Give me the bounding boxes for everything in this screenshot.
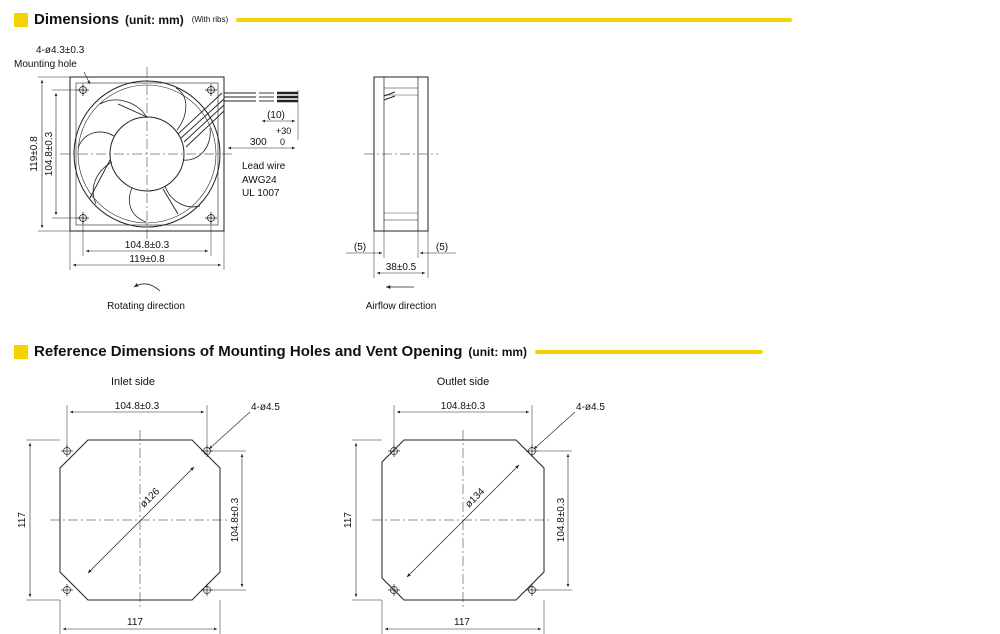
- tolerance-upper: +30: [276, 126, 291, 136]
- outlet-view: [352, 405, 576, 634]
- inlet-hole-spec: 4-ø4.5: [251, 402, 280, 413]
- inlet-view: [26, 405, 251, 634]
- lead-wire-standard: UL 1007: [242, 188, 280, 199]
- outlet-vent-outline: [381, 439, 545, 601]
- section-marker-icon: [14, 344, 28, 359]
- inlet-width: 117: [127, 617, 143, 628]
- left-outer-dim: 119±0.8: [29, 136, 40, 172]
- section-reference-header: Reference Dimensions of Mounting Holes a…: [14, 343, 764, 360]
- bottom-outer-dim: 119±0.8: [129, 254, 165, 265]
- side-right-margin: (5): [436, 242, 448, 253]
- airflow-label: Airflow direction: [366, 301, 437, 312]
- inlet-diameter: ø126: [138, 486, 162, 510]
- lead-wire-gauge: AWG24: [242, 175, 277, 186]
- outlet-diameter: ø134: [463, 486, 487, 510]
- lead-length: 300: [250, 137, 267, 148]
- mounting-hole-label: Mounting hole: [14, 59, 77, 70]
- front-view: [38, 67, 234, 292]
- outlet-hole-spec: 4-ø4.5: [576, 402, 605, 413]
- left-inner-dim: 104.8±0.3: [44, 131, 55, 176]
- inlet-mounting-holes: [61, 445, 213, 596]
- rotation-arrow-icon: [133, 283, 161, 292]
- section-note: (With ribs): [191, 15, 229, 24]
- section-rule: [236, 17, 793, 22]
- section-unit: (unit: mm): [468, 344, 528, 359]
- section-unit: (unit: mm): [125, 12, 184, 27]
- lead-wire-label: Lead wire: [242, 161, 286, 172]
- lead-wire: [224, 90, 299, 150]
- rotation-label: Rotating direction: [107, 301, 185, 312]
- bottom-inner-dim: 104.8±0.3: [125, 240, 170, 251]
- side-depth-dim: 38±0.5: [386, 262, 417, 273]
- inlet-pitch-top: 104.8±0.3: [115, 401, 160, 412]
- section-rule: [535, 349, 764, 354]
- section-title: Reference Dimensions of Mounting Holes a…: [34, 343, 463, 360]
- tolerance-lower: 0: [280, 137, 285, 147]
- inlet-label: Inlet side: [111, 376, 155, 388]
- side-left-margin: (5): [354, 242, 366, 253]
- outlet-width: 117: [454, 617, 470, 628]
- section-title: Dimensions: [34, 11, 120, 28]
- outlet-pitch-top: 104.8±0.3: [441, 401, 486, 412]
- inlet-pitch-right: 104.8±0.3: [230, 497, 241, 542]
- outlet-pitch-right: 104.8±0.3: [556, 497, 567, 542]
- fan-blades: [77, 87, 211, 223]
- outlet-label: Outlet side: [437, 376, 490, 388]
- outlet-height: 117: [343, 512, 354, 528]
- inlet-vent-outline: [59, 439, 221, 601]
- mounting-hole-spec: 4-ø4.3±0.3: [36, 45, 85, 56]
- strip-length: (10): [267, 110, 285, 121]
- section-marker-icon: [14, 12, 28, 27]
- section-dimensions-header: Dimensions (unit: mm) (With ribs): [14, 11, 793, 28]
- side-view: [346, 76, 456, 289]
- inlet-height: 117: [17, 512, 28, 528]
- fan-ribs: [89, 92, 225, 215]
